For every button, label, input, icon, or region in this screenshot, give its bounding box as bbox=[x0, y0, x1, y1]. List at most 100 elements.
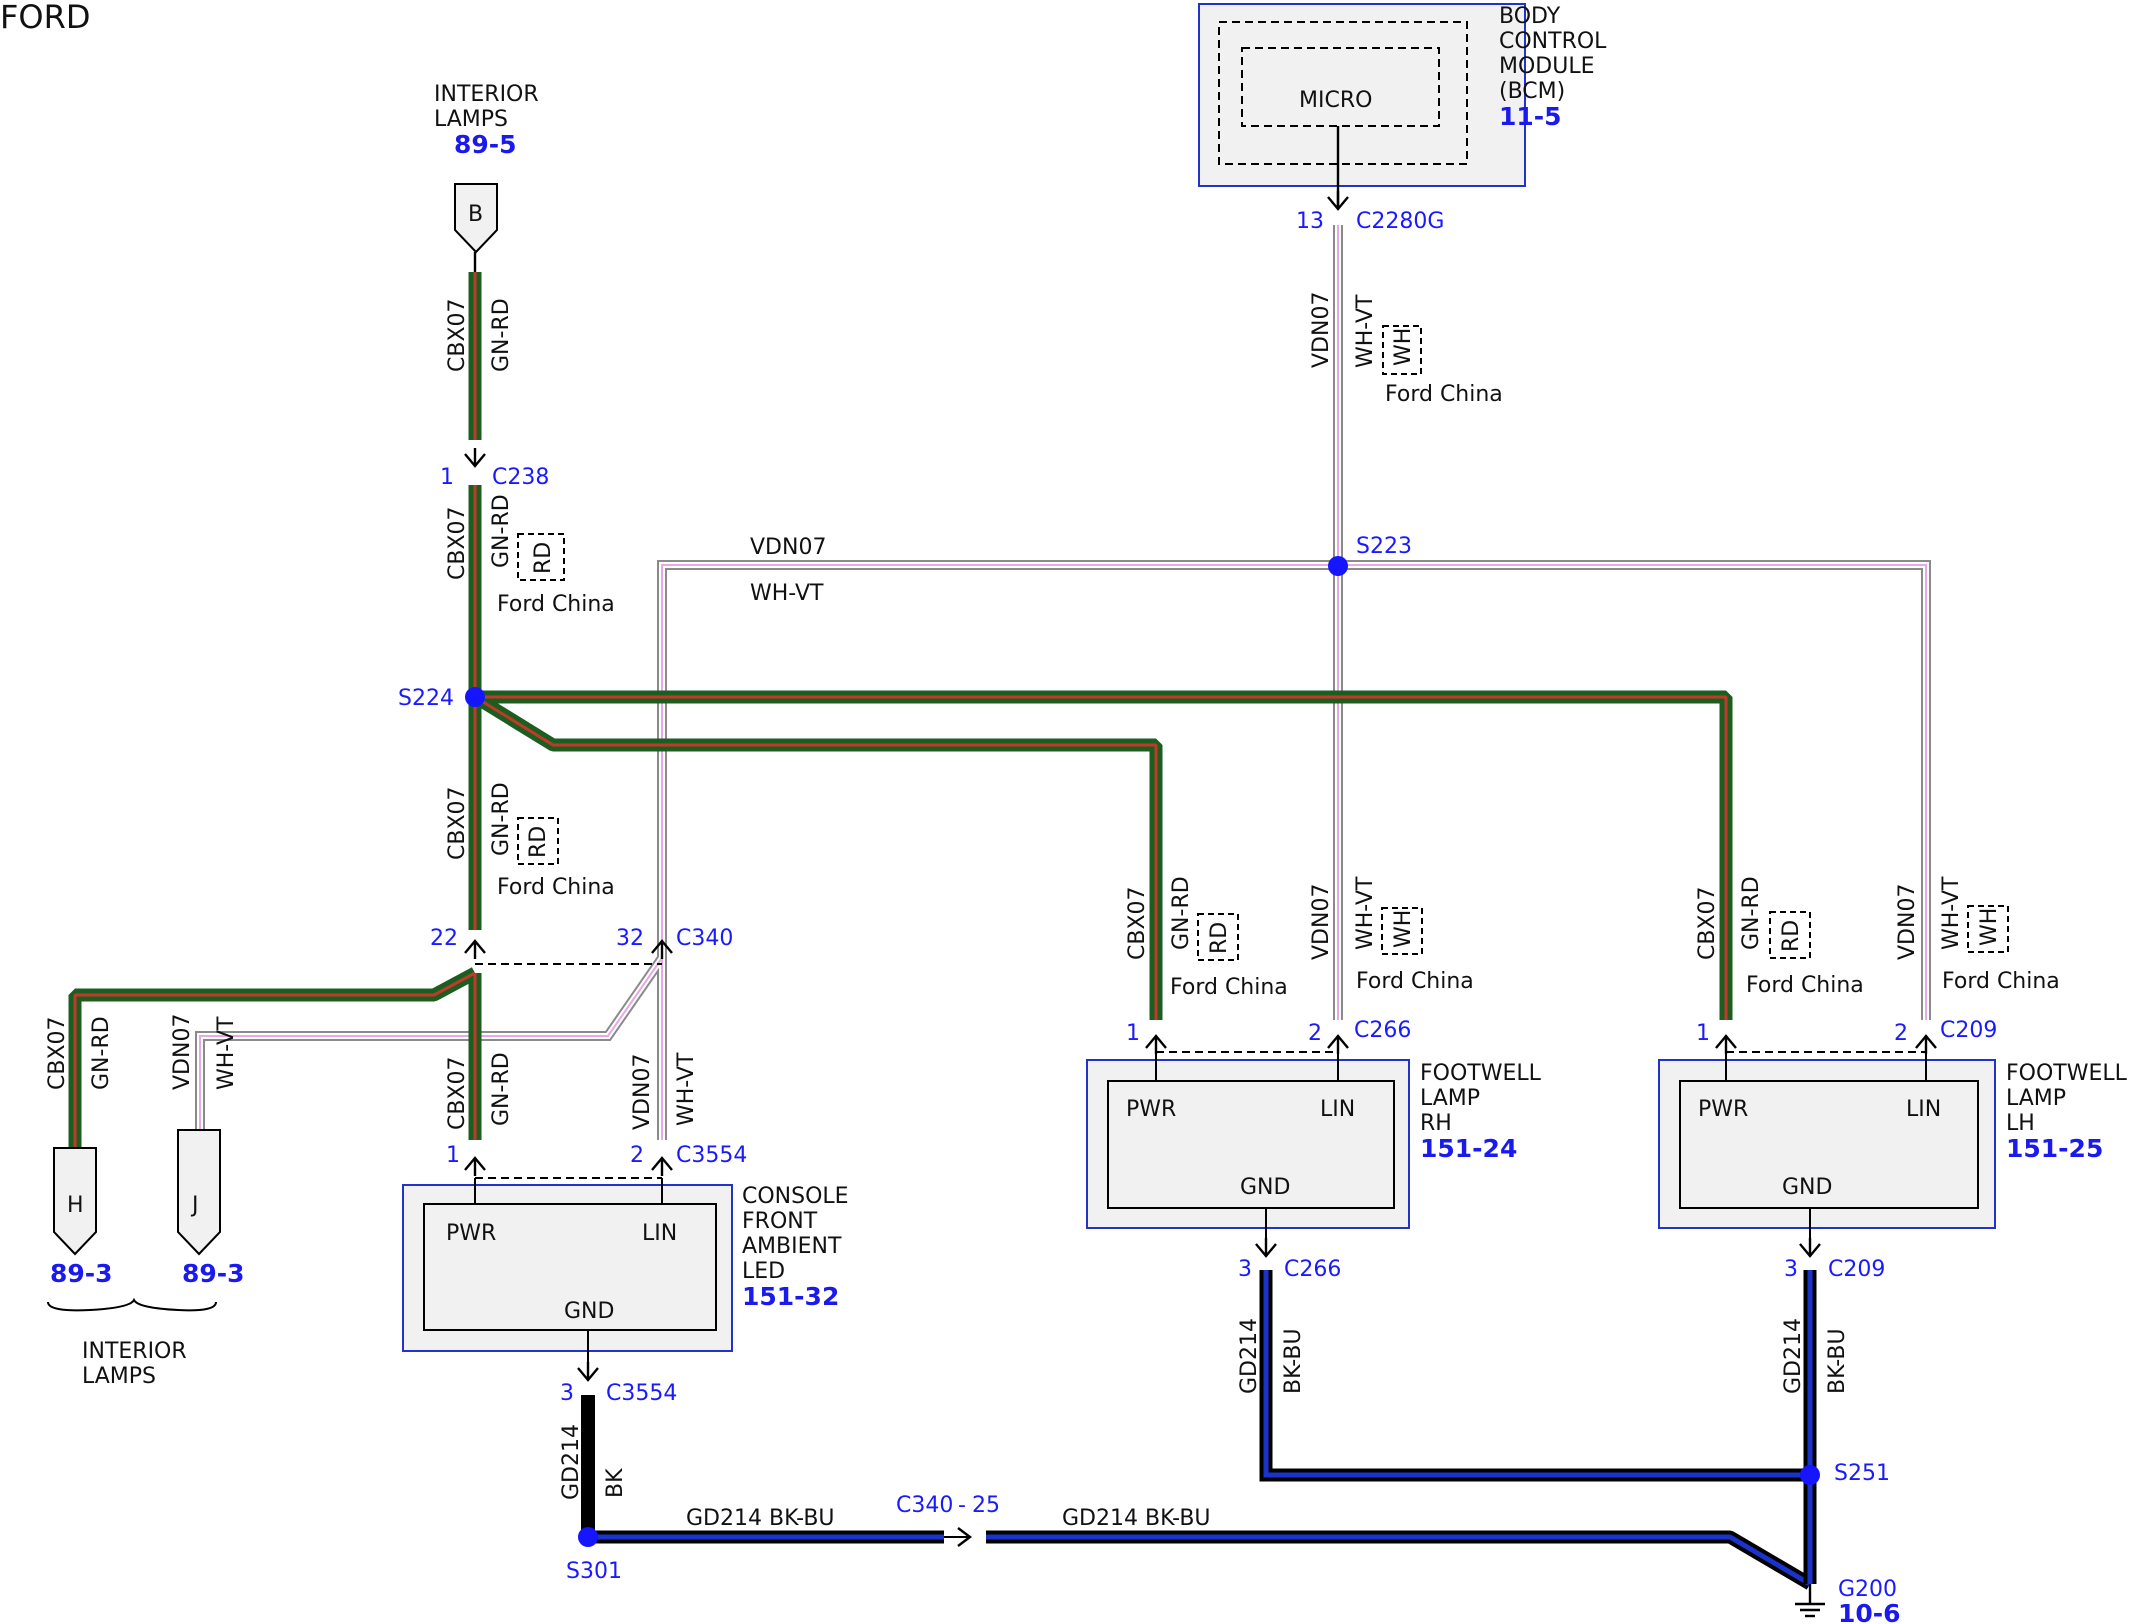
c266-label: C266 bbox=[1354, 1018, 1411, 1043]
footwell-lh-name-line3: LH bbox=[2006, 1111, 2035, 1136]
wire-color-label: WH-VT bbox=[1939, 876, 1964, 950]
c266-ground-label: C266 bbox=[1284, 1257, 1341, 1282]
ford-china-label: Ford China bbox=[1356, 969, 1474, 994]
china-color-label: RD bbox=[1207, 922, 1232, 954]
wire-color-label: GN-RD bbox=[1169, 876, 1194, 950]
pin-j-ref: 89-3 bbox=[182, 1259, 245, 1288]
c3554-ground-label: C3554 bbox=[606, 1381, 677, 1406]
s301-label: S301 bbox=[566, 1559, 622, 1584]
c266-pin3: 3 bbox=[1238, 1257, 1252, 1282]
ground-wiring bbox=[581, 1270, 1825, 1618]
china-color-label: WH bbox=[1977, 908, 2002, 946]
connector-c340-pin32-icon bbox=[650, 939, 674, 961]
wire-color-label: WH-VT bbox=[750, 581, 824, 606]
splice-s251 bbox=[1800, 1465, 1820, 1485]
bcm-name-line3: MODULE bbox=[1499, 54, 1595, 79]
console-name-line4: LED bbox=[742, 1259, 785, 1284]
c209-label: C209 bbox=[1940, 1018, 1997, 1043]
footwell-lamp-lh-module: PWR LIN GND bbox=[1658, 1052, 1996, 1256]
c340-25-dash: - bbox=[958, 1493, 966, 1518]
wire-label: CBX07 bbox=[45, 1016, 70, 1090]
c3554-label: C3554 bbox=[676, 1143, 747, 1168]
connector-c3554-pin1-icon bbox=[463, 1156, 487, 1178]
wire-label: CBX07 bbox=[1695, 886, 1720, 960]
group-brace bbox=[47, 1297, 217, 1312]
footwell-lamp-rh-module: PWR LIN GND bbox=[1086, 1052, 1410, 1256]
pin-h-ref: 89-3 bbox=[50, 1259, 113, 1288]
c209-pin2: 2 bbox=[1894, 1021, 1908, 1046]
console-name-line3: AMBIENT bbox=[742, 1234, 842, 1259]
china-color-label: RD bbox=[531, 542, 556, 574]
wire-label: VDN07 bbox=[750, 535, 826, 560]
connector-c266-pin3-icon bbox=[1254, 1236, 1278, 1258]
wire-label: CBX07 bbox=[445, 298, 470, 372]
c209-pin1: 1 bbox=[1696, 1021, 1710, 1046]
footwell-lh-ref: 151-25 bbox=[2006, 1134, 2103, 1163]
connector-c209-pin3-icon bbox=[1798, 1236, 1822, 1258]
pin-h-label: H bbox=[67, 1193, 84, 1218]
footwell-rh-name-line3: RH bbox=[1420, 1111, 1452, 1136]
wire-color-label: BK bbox=[603, 1468, 628, 1498]
console-lin-pin: LIN bbox=[642, 1221, 677, 1246]
wh-vt-wiring bbox=[195, 225, 1931, 1140]
footwell-lh-lin-pin: LIN bbox=[1906, 1097, 1941, 1122]
c3554-pin3: 3 bbox=[560, 1381, 574, 1406]
ground-g200-ref: 10-6 bbox=[1838, 1599, 1901, 1624]
wire-color-label: GN-RD bbox=[489, 782, 514, 856]
wire-label: VDN07 bbox=[1309, 292, 1334, 368]
ground-g200-label: G200 bbox=[1838, 1577, 1897, 1602]
wire-color-label: WH-VT bbox=[1353, 294, 1378, 368]
wire-color-label: WH-VT bbox=[214, 1016, 239, 1090]
c266-pin2: 2 bbox=[1308, 1021, 1322, 1046]
footwell-rh-ref: 151-24 bbox=[1420, 1134, 1517, 1163]
wire-label: VDN07 bbox=[1895, 884, 1920, 960]
bcm-ref: 11-5 bbox=[1499, 102, 1562, 131]
connector-pin-b bbox=[454, 183, 498, 254]
connector-c340-pin22-icon bbox=[463, 939, 487, 961]
c266-pin1: 1 bbox=[1126, 1021, 1140, 1046]
footwell-lh-gnd-pin: GND bbox=[1782, 1175, 1832, 1200]
ford-china-label: Ford China bbox=[1942, 969, 2060, 994]
splice-s223 bbox=[1328, 556, 1348, 576]
console-name-line2: FRONT bbox=[742, 1209, 818, 1234]
c238-pin: 1 bbox=[440, 465, 454, 490]
wire-color-label: GN-RD bbox=[489, 494, 514, 568]
interior-lamps-top-ref: 89-5 bbox=[454, 130, 517, 159]
console-name-line1: CONSOLE bbox=[742, 1184, 849, 1209]
c340-pin-a: 22 bbox=[430, 926, 458, 951]
interior-lamps-bottom-line1: INTERIOR bbox=[82, 1339, 187, 1364]
wire-color-label: GN-RD bbox=[489, 1052, 514, 1126]
connector-c3554-pin3-icon bbox=[576, 1360, 600, 1382]
china-color-label: RD bbox=[526, 826, 551, 858]
bcm-module: MICRO BODY CONTROL MODULE (BCM) 11-5 bbox=[1198, 3, 1607, 208]
s251-label: S251 bbox=[1834, 1461, 1890, 1486]
wire-label: CBX07 bbox=[445, 506, 470, 580]
pin-j-label: J bbox=[190, 1193, 199, 1218]
c3554-pin1: 1 bbox=[446, 1143, 460, 1168]
interior-lamps-top-line2: LAMPS bbox=[434, 107, 508, 132]
c209-pin3: 3 bbox=[1784, 1257, 1798, 1282]
interior-lamps-bottom-line2: LAMPS bbox=[82, 1364, 156, 1389]
wire-label: VDN07 bbox=[630, 1054, 655, 1130]
ford-china-label: Ford China bbox=[497, 875, 615, 900]
wire-label: CBX07 bbox=[1125, 886, 1150, 960]
connector-pin-j bbox=[177, 1129, 221, 1256]
bcm-name-line1: BODY bbox=[1499, 4, 1561, 29]
footwell-rh-name-line1: FOOTWELL bbox=[1420, 1061, 1542, 1086]
wire-label: CBX07 bbox=[445, 1056, 470, 1130]
ford-china-label: Ford China bbox=[1170, 975, 1288, 1000]
gn-rd-wiring bbox=[68, 272, 1733, 1148]
connector-c238-icon bbox=[463, 446, 487, 468]
wire-color-label: GN-RD bbox=[1739, 876, 1764, 950]
wire-label: VDN07 bbox=[1309, 884, 1334, 960]
connector-pin-h bbox=[53, 1147, 97, 1256]
ground-wire-label: GD214 BK-BU bbox=[686, 1506, 835, 1531]
footwell-lh-name-line1: FOOTWELL bbox=[2006, 1061, 2128, 1086]
bcm-name-line2: CONTROL bbox=[1499, 29, 1607, 54]
wire-label: VDN07 bbox=[170, 1014, 195, 1090]
wire-label: GD214 bbox=[559, 1424, 584, 1500]
footwell-lh-name-line2: LAMP bbox=[2006, 1086, 2066, 1111]
wire-label: CBX07 bbox=[445, 786, 470, 860]
connector-c2280g-icon bbox=[1326, 189, 1350, 211]
